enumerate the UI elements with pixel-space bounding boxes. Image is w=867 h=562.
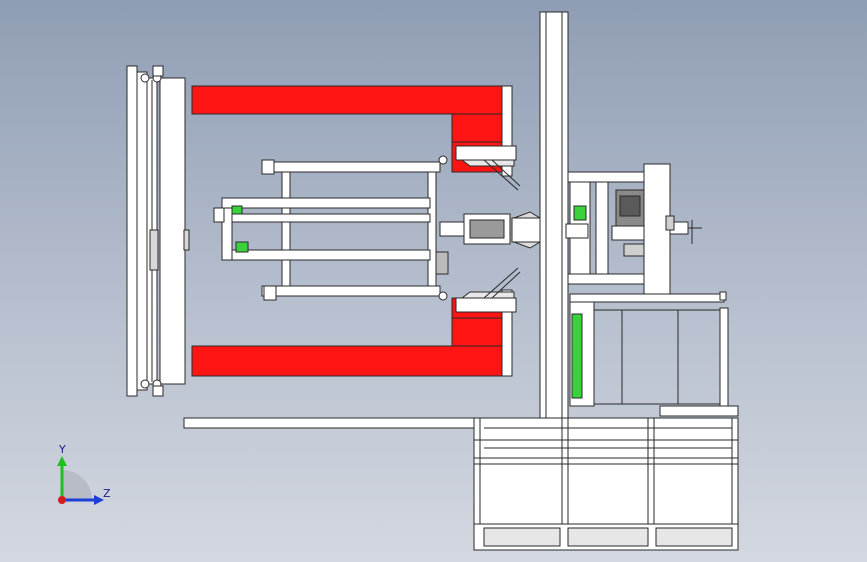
center-linkage <box>439 145 542 313</box>
main-column <box>539 11 569 443</box>
z-axis-label: Z <box>103 487 111 500</box>
red-frame-top <box>191 85 513 177</box>
inner-gripper-frame <box>213 155 449 301</box>
base-stand <box>473 417 739 551</box>
fork-arm <box>183 417 475 429</box>
axis-triad: Y Z <box>57 443 111 505</box>
right-carriage <box>565 163 702 295</box>
right-railing <box>569 291 739 417</box>
y-axis-label: Y <box>58 443 66 456</box>
left-plate-assembly <box>126 65 190 397</box>
